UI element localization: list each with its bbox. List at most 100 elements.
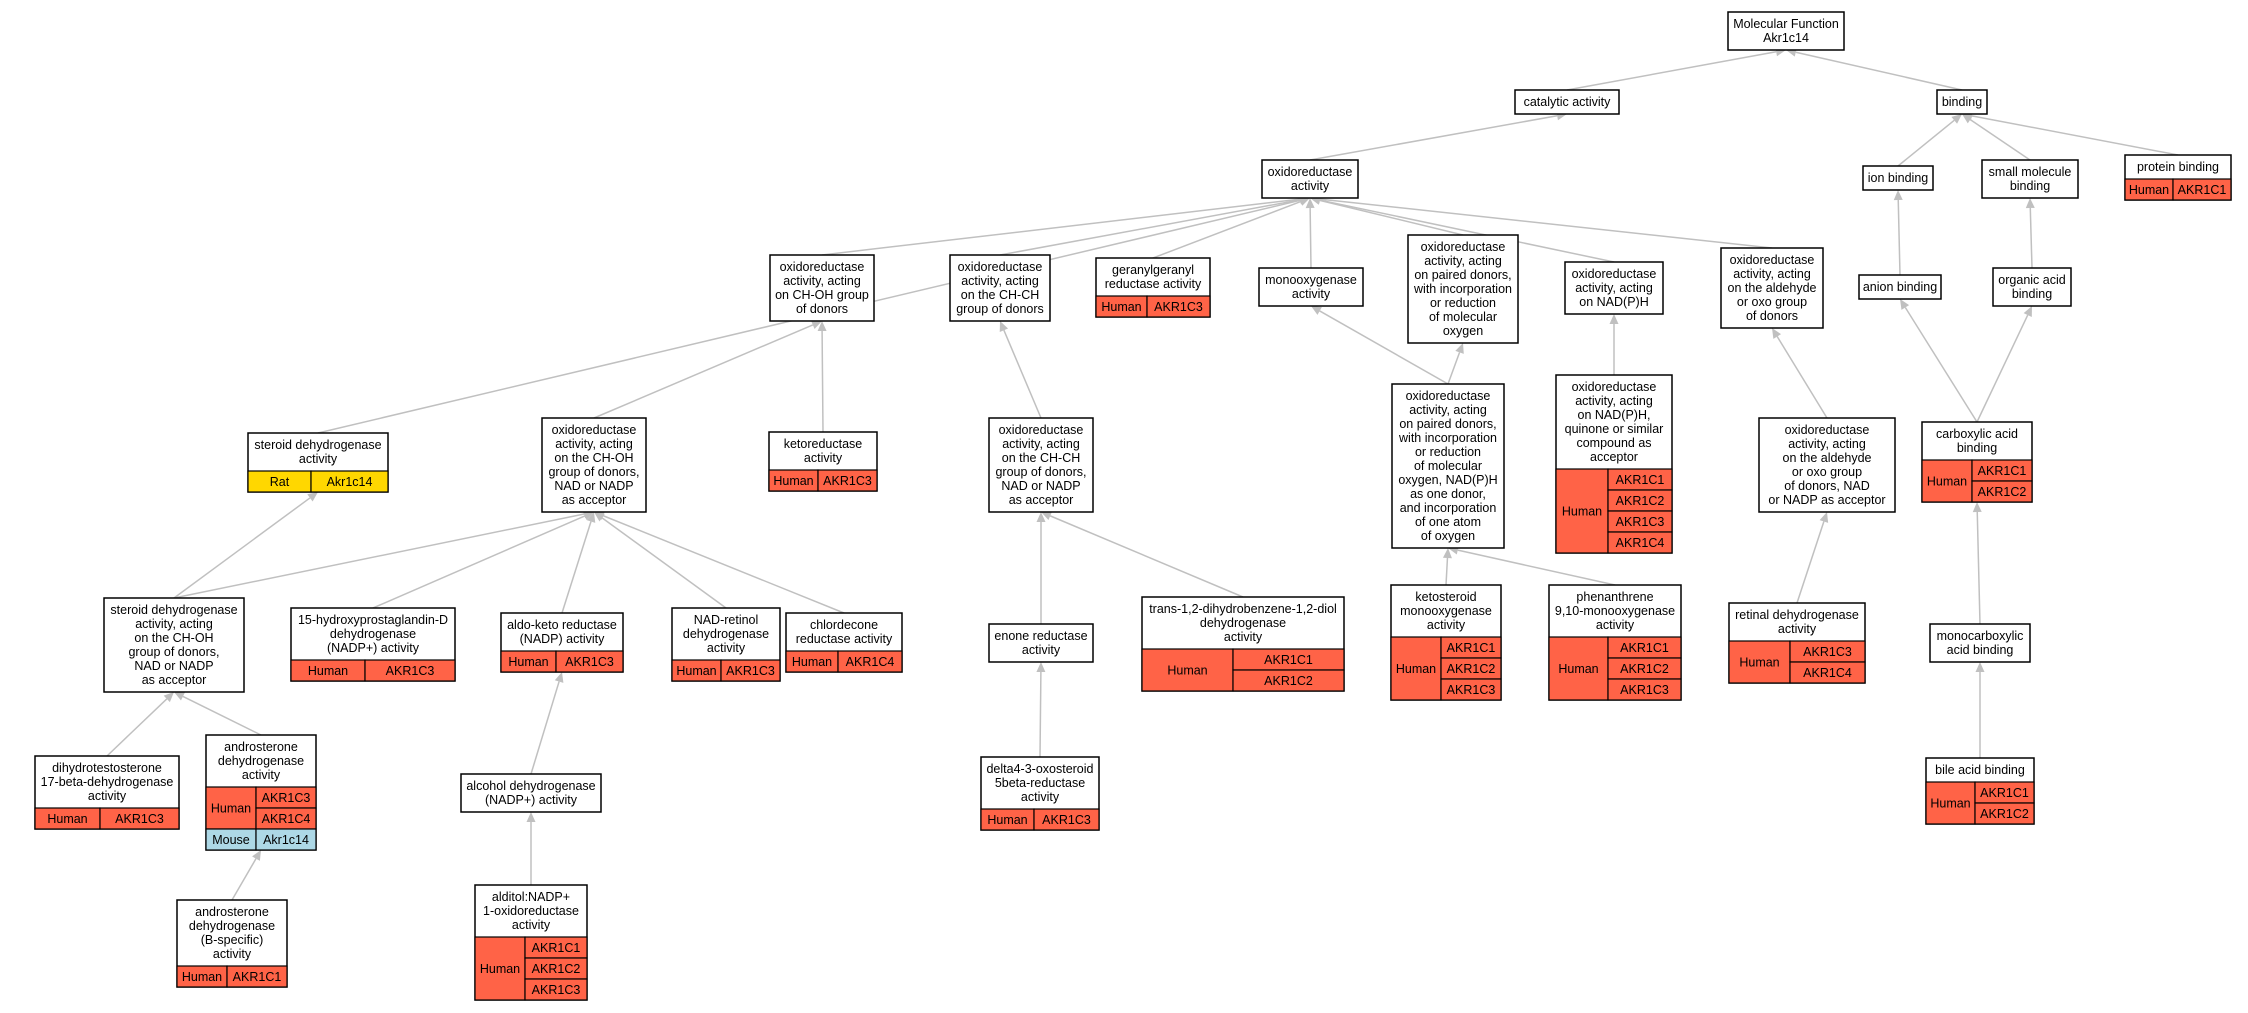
node-label: binding xyxy=(2012,287,2052,301)
gene-label[interactable]: AKR1C1 xyxy=(1264,653,1313,667)
gene-label[interactable]: AKR1C3 xyxy=(1620,683,1669,697)
gene-label[interactable]: AKR1C3 xyxy=(1042,813,1091,827)
node-label: activity, acting xyxy=(961,274,1039,288)
gene-label[interactable]: AKR1C4 xyxy=(1616,536,1665,550)
gene-label[interactable]: AKR1C1 xyxy=(532,941,581,955)
gene-label[interactable]: AKR1C2 xyxy=(1447,662,1496,676)
gene-label[interactable]: Akr1c14 xyxy=(327,475,373,489)
go-term-node[interactable]: alditol:NADP+1-oxidoreductaseactivityHum… xyxy=(474,884,588,1001)
gene-label[interactable]: AKR1C3 xyxy=(1447,683,1496,697)
go-term-node[interactable]: dihydrotestosterone17-beta-dehydrogenase… xyxy=(34,755,180,830)
gene-label[interactable]: AKR1C3 xyxy=(1803,645,1852,659)
gene-cell xyxy=(1232,669,1345,692)
gene-label[interactable]: AKR1C4 xyxy=(846,655,895,669)
edge-arrowhead xyxy=(1772,328,1782,339)
node-label: of one atom xyxy=(1415,515,1481,529)
gene-label[interactable]: AKR1C2 xyxy=(1264,674,1313,688)
node-label: protein binding xyxy=(2137,160,2219,174)
node-label: quinone or similar xyxy=(1565,422,1664,436)
go-term-node[interactable]: ketosteroidmonooxygenaseactivityHumanAKR… xyxy=(1390,584,1502,701)
edge-arrowhead xyxy=(586,512,596,523)
edge-arrowhead xyxy=(817,321,827,332)
go-term-node[interactable]: catalytic activity xyxy=(1514,89,1620,115)
node-label: activity xyxy=(242,768,281,782)
gene-label[interactable]: Akr1c14 xyxy=(263,833,309,847)
go-term-node[interactable]: delta4-3-oxosteroid5beta-reductaseactivi… xyxy=(980,756,1100,831)
go-term-node[interactable]: phenanthrene9,10-monooxygenaseactivityHu… xyxy=(1548,584,1682,701)
gene-label[interactable]: AKR1C3 xyxy=(823,474,872,488)
gene-label[interactable]: AKR1C3 xyxy=(262,791,311,805)
gene-label[interactable]: AKR1C1 xyxy=(1616,473,1665,487)
go-term-node[interactable]: 15-hydroxyprostaglandin-Ddehydrogenase(N… xyxy=(290,607,456,682)
go-term-node[interactable]: ion binding xyxy=(1862,165,1934,191)
gene-label[interactable]: AKR1C1 xyxy=(1447,641,1496,655)
organism-cell xyxy=(1728,640,1791,684)
gene-label[interactable]: AKR1C1 xyxy=(233,970,282,984)
gene-label[interactable]: AKR1C2 xyxy=(1978,485,2027,499)
gene-label[interactable]: AKR1C2 xyxy=(532,962,581,976)
go-term-node[interactable]: alcohol dehydrogenase(NADP+) activity xyxy=(460,773,602,813)
edge-arrowhead xyxy=(163,692,174,703)
gene-label[interactable]: AKR1C1 xyxy=(1620,641,1669,655)
node-label: ketoreductase xyxy=(784,437,863,451)
edge-line xyxy=(1776,336,1828,419)
gene-label[interactable]: AKR1C3 xyxy=(386,664,435,678)
go-term-node[interactable]: retinal dehydrogenaseactivityHumanAKR1C3… xyxy=(1728,602,1866,684)
node-box xyxy=(1261,159,1359,199)
go-term-node[interactable]: binding xyxy=(1936,89,1988,115)
gene-label[interactable]: AKR1C1 xyxy=(2178,183,2227,197)
gene-label[interactable]: AKR1C3 xyxy=(532,983,581,997)
go-term-node[interactable]: trans-1,2-dihydrobenzene-1,2-dioldehydro… xyxy=(1141,596,1345,692)
edge-line xyxy=(602,515,845,614)
gene-label[interactable]: AKR1C2 xyxy=(1620,662,1669,676)
gene-label[interactable]: AKR1C1 xyxy=(1980,786,2029,800)
node-label: or NADP as acceptor xyxy=(1768,493,1885,507)
node-label: on the CH-CH xyxy=(961,288,1040,302)
gene-label[interactable]: AKR1C3 xyxy=(1154,300,1203,314)
gene-label[interactable]: AKR1C3 xyxy=(565,655,614,669)
go-term-node[interactable]: anion binding xyxy=(1858,274,1942,300)
node-label: on the CH-CH xyxy=(1002,451,1081,465)
node-label: alcohol dehydrogenase xyxy=(466,779,595,793)
go-term-node[interactable]: androsteronedehydrogenase(B-specific)act… xyxy=(176,899,288,988)
gene-label[interactable]: AKR1C4 xyxy=(1803,666,1852,680)
node-box xyxy=(949,254,1051,322)
gene-label[interactable]: AKR1C1 xyxy=(1978,464,2027,478)
gene-label[interactable]: AKR1C3 xyxy=(115,812,164,826)
edge-arrowhead xyxy=(1036,512,1046,522)
go-term-node[interactable]: androsteronedehydrogenaseactivityHumanAK… xyxy=(205,734,317,851)
gene-label[interactable]: AKR1C3 xyxy=(1616,515,1665,529)
gene-label[interactable]: AKR1C4 xyxy=(262,812,311,826)
node-box xyxy=(1727,11,1845,51)
gene-label[interactable]: AKR1C3 xyxy=(726,664,775,678)
gene-label[interactable]: AKR1C2 xyxy=(1980,807,2029,821)
gene-label[interactable]: AKR1C2 xyxy=(1616,494,1665,508)
